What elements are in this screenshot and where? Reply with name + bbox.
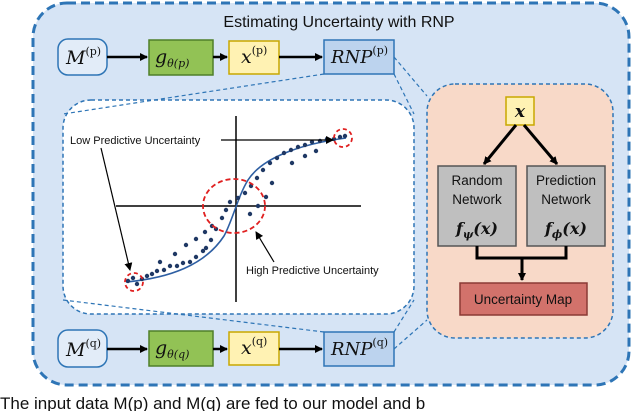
scatter-point [260, 167, 266, 173]
scatter-point [242, 190, 248, 196]
scatter-point [302, 142, 308, 148]
scatter-point [223, 207, 229, 213]
scatter-point [130, 275, 136, 281]
connector-top-left [62, 73, 325, 115]
scatter-point [267, 160, 273, 166]
rnp-q-label: RNP(q) [330, 336, 388, 360]
scatter-point [157, 259, 163, 265]
scatter-point [247, 211, 253, 217]
scatter-point [254, 175, 260, 181]
scatter-point [180, 260, 186, 266]
scatter-point [154, 268, 160, 274]
arrow-input-random [482, 124, 518, 165]
high-uncertainty-label: High Predictive Uncertainty [246, 265, 379, 277]
scatter-point [183, 242, 189, 248]
scatter-point [263, 194, 269, 200]
m-p-label: M(p) [65, 45, 101, 69]
scatter-point [269, 180, 275, 186]
scatter-point [193, 254, 199, 260]
scatter-point [309, 139, 315, 145]
scatter-point [144, 273, 150, 279]
scatter-point [167, 263, 173, 269]
scatter-point [342, 133, 348, 139]
rnp-p-label: RNP(p) [330, 44, 388, 68]
network-input-label: x [514, 102, 526, 122]
scatter-point [134, 281, 140, 287]
x-p-label: x(p) [241, 44, 267, 68]
network-input-box [505, 96, 535, 126]
random-network-fn: fψ(x) [455, 219, 498, 241]
scatter-point [255, 203, 261, 209]
x-q-box [228, 331, 280, 366]
scatter-point [193, 236, 199, 242]
plot-panel [62, 99, 415, 315]
scatter-point [203, 245, 209, 251]
scatter-point [295, 144, 301, 150]
uncertainty-map-label: Uncertainty Map [474, 292, 572, 307]
scatter-point [302, 153, 308, 159]
random-network-line1: Random [451, 173, 502, 188]
g-p-box [148, 39, 214, 76]
connector-bottom-left [62, 299, 325, 333]
scatter-point [172, 251, 178, 257]
uncertainty-map-box [459, 282, 588, 316]
scatter-point [208, 237, 214, 243]
scatter-point [227, 199, 233, 205]
scatter-point [161, 267, 167, 273]
low-label-arrow-left [100, 147, 133, 271]
diagram-title: Estimating Uncertainty with RNP [223, 14, 454, 31]
scatter-point [288, 147, 294, 153]
g-q-box [148, 330, 214, 367]
g-q-label: gθ(q) [155, 337, 189, 361]
scatter-point [219, 215, 225, 221]
scatter-point [337, 134, 343, 140]
scatter-point [289, 160, 295, 166]
scatter-point [202, 229, 208, 235]
high-label-arrow [255, 231, 275, 263]
scatter-point [149, 271, 155, 277]
m-q-label: M(q) [65, 337, 101, 361]
scatter-point [187, 259, 193, 265]
connector-top-right [393, 73, 415, 115]
scatter-points [125, 133, 348, 287]
prediction-network-box [526, 165, 606, 247]
scatter-point [200, 248, 206, 254]
arrow-input-prediction [522, 124, 559, 165]
rnp-p-box [323, 39, 395, 75]
scatter-point [281, 150, 287, 156]
high-uncertainty-circle [202, 178, 266, 234]
prediction-network-line2: Network [541, 192, 591, 207]
network-panel [426, 83, 614, 339]
scatter-point [313, 148, 319, 154]
scatter-point [125, 278, 131, 284]
connector-bottom-right [393, 299, 415, 333]
connector-panel-bottom [393, 319, 428, 350]
scatter-point [235, 195, 241, 201]
scatter-point [174, 263, 180, 269]
x-q-label: x(q) [241, 335, 267, 359]
caption: The input data M(p) and M(q) are fed to … [0, 394, 425, 411]
connector-panel-top [393, 56, 428, 97]
scatter-point [274, 155, 280, 161]
low-uncertainty-circle-right [333, 128, 353, 148]
random-network-box [437, 165, 517, 247]
prediction-network-line1: Prediction [536, 173, 596, 188]
low-uncertainty-circle-left [124, 272, 144, 292]
random-network-line2: Network [452, 192, 502, 207]
prediction-network-fn: fϕ(x) [544, 219, 587, 241]
low-uncertainty-label: Low Predictive Uncertainty [70, 135, 201, 147]
g-p-label: gθ(p) [155, 46, 189, 70]
